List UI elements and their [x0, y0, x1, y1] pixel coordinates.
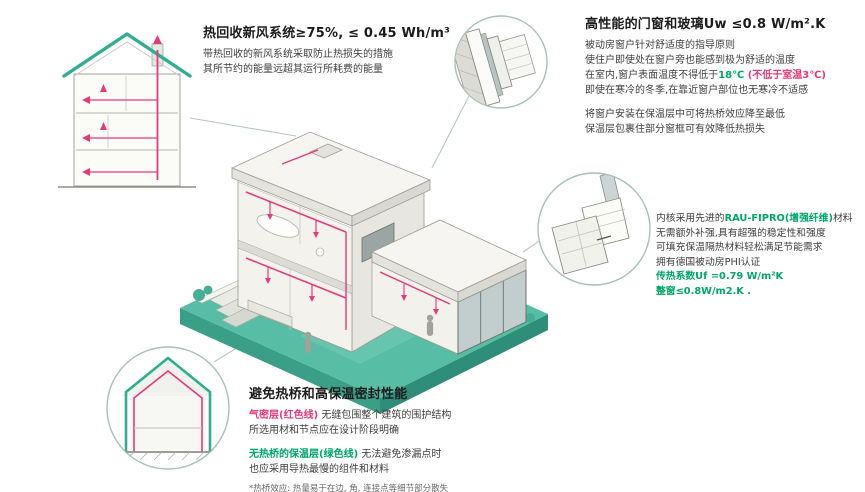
window-profile-icon — [551, 173, 630, 275]
text-line: 将窗户安装在保温层中可将热桥效应降至最低 — [585, 109, 785, 120]
callout-profile: 内核采用先进的RAU-FIPRO(增强纤维)材料 无需额外补强,具有超强的稳定性… — [656, 212, 864, 299]
text-line: 被动房窗户针对舒适度的指导原则 — [585, 40, 735, 51]
callout-circle-window-profile — [537, 172, 651, 286]
whole-window-line: 整窗≤0.8W/m2.K . — [656, 285, 752, 297]
ventilation-house-icon — [58, 32, 196, 188]
callout-ventilation-title: 热回收新风系统≥75%, ≤ 0.45 Wh/m³ — [203, 26, 451, 41]
shrubs — [193, 285, 535, 323]
text-line: 所选用材和节点应在设计阶段明确 — [249, 425, 399, 436]
text-span: 内核采用先进的 — [656, 213, 725, 224]
callout-thermal-title: 避免热桥和高保温密封性能 — [249, 387, 408, 402]
text-line: 带热回收的新风系统采取防止热损失的措施 — [203, 49, 393, 60]
text-line: 在室内,窗户表面温度不得低于18℃ (不低于室温3℃) — [585, 68, 861, 83]
text-line: 无需额外补强,具有超强的稳定性和强度 — [656, 227, 826, 239]
floor-slab — [237, 239, 353, 295]
text-line: 也应采用导热最慢的组件和材料 — [249, 464, 389, 475]
kitchen-counter — [247, 299, 293, 328]
hrv-unit — [309, 143, 343, 159]
highlight-room-temp: (不低于室温3℃) — [744, 70, 826, 81]
airtight-layer-line — [133, 370, 203, 452]
callout-circle-thermal — [106, 346, 230, 470]
ventilation-ducts — [245, 149, 347, 330]
thermal-envelope-icon — [107, 356, 229, 461]
main-house-block — [230, 131, 432, 353]
text-span: 无法避免渗漏点时 — [358, 449, 442, 460]
bathtub — [256, 214, 300, 238]
footnote: *热桥效应: 热量易于在边, 角, 连接点等细节部分散失 — [249, 484, 449, 492]
text-line: 无热桥的保温层(绿色线) 无法避免渗漏点时 — [249, 447, 579, 462]
basin — [315, 247, 325, 257]
callout-circle-window-detail — [454, 15, 548, 109]
roof-line — [62, 32, 192, 78]
airtight-layer-label: 气密层(红色线) — [249, 410, 319, 421]
text-span: 在室内,窗户表面温度不得低于 — [585, 70, 719, 81]
highlight-material: RAU-FIPRO(增强纤维) — [724, 213, 833, 224]
callout-thermal: 避免热桥和高保温密封性能 气密层(红色线) 无缝包围整个建筑的围护结构 所选用材… — [249, 383, 579, 492]
text-line: 其所节约的能量远超其运行所耗费的能量 — [203, 64, 383, 75]
text-line: 保温层包裹住部分窗框可有效降低热损失 — [585, 124, 765, 135]
text-line: 气密层(红色线) 无缝包围整个建筑的围护结构 — [249, 408, 579, 423]
insulation-layer-line — [124, 356, 212, 452]
text-span: 材料 — [832, 213, 853, 224]
highlight-temp: 18℃ — [718, 70, 745, 81]
text-line: 可填充保温隔热材料轻松满足节能需求 — [656, 242, 823, 253]
callout-windows-title: 高性能的门窗和玻璃Uw ≤0.8 W/m².K — [585, 17, 826, 32]
callout-windows: 高性能的门窗和玻璃Uw ≤0.8 W/m².K 被动房窗户针对舒适度的指导原则 … — [585, 13, 861, 137]
callout-ventilation: 热回收新风系统≥75%, ≤ 0.45 Wh/m³ 带热回收的新风系统采取防止热… — [203, 22, 455, 77]
text-line: 内核采用先进的RAU-FIPRO(增强纤维)材料 — [656, 212, 864, 227]
u-value-line: 传热系数Uf =0.79 W/m²K — [656, 271, 784, 282]
text-line: 拥有德国被动房PHI认证 — [656, 256, 761, 268]
text-span: 无缝包围整个建筑的围护结构 — [318, 410, 452, 421]
insulation-layer-label: 无热桥的保温层(绿色线) — [249, 449, 359, 460]
glass-pavilion — [371, 219, 527, 355]
people — [304, 314, 434, 353]
text-line: 即使在寒冷的冬季,在靠近窗户部位也无寒冷不适感 — [585, 85, 809, 96]
text-line: 使住户即使处在窗户旁也能感到极为舒适的温度 — [585, 55, 795, 66]
duct-arrows — [265, 214, 319, 302]
